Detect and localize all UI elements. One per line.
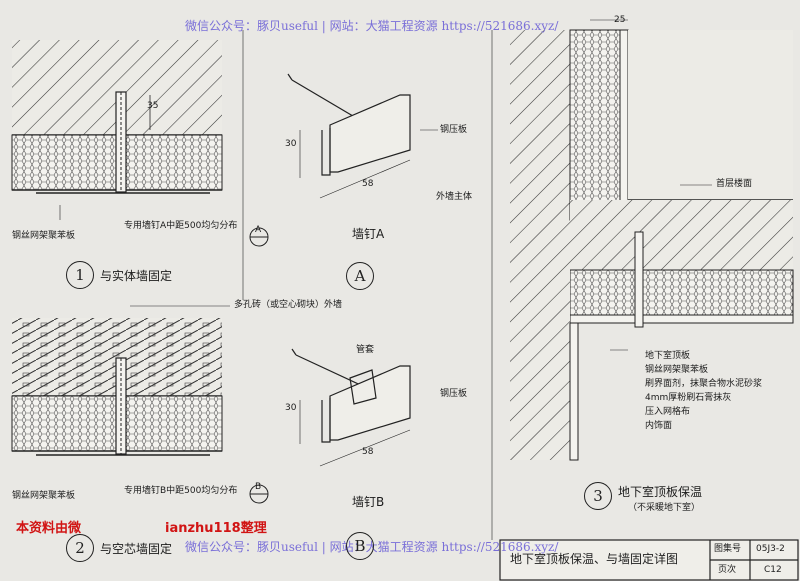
layer-item: 刷界面剂，抹聚合物水泥砂浆 — [645, 379, 763, 389]
layer-item: 钢丝网架聚苯板 — [645, 365, 709, 375]
nail-b-drawing — [291, 348, 411, 467]
detail-2-caption: 与空芯墙固定 — [100, 542, 173, 556]
nail-b-tube-label: 管套 — [356, 345, 375, 355]
detail-3-floor-label: 首层楼面 — [716, 179, 753, 189]
detail-1-section-mark: A — [255, 225, 262, 235]
nail-b-dim-h: 30 — [285, 403, 297, 413]
nail-a-plate-label: 钢压板 — [440, 125, 468, 135]
nail-a-dim-h: 30 — [285, 139, 297, 149]
detail-1-dim: 35 — [147, 101, 159, 111]
nail-b-plate-label: 钢压板 — [440, 389, 468, 399]
layer-item: 内饰面 — [645, 421, 673, 431]
detail-3-subcaption: （不采暖地下室） — [628, 503, 701, 513]
detail-1-caption: 与实体墙固定 — [100, 269, 173, 283]
layer-item: 地下室顶板 — [645, 351, 691, 361]
page-value: C12 — [764, 565, 782, 575]
detail-1-nail-label: 专用墙钉A中距500均匀分布 — [124, 221, 238, 231]
nail-a-mark: A — [346, 262, 374, 290]
red-note-right: ianzhu118整理 — [165, 521, 267, 536]
detail-3-layer-list: 地下室顶板 钢丝网架聚苯板 刷界面剂，抹聚合物水泥砂浆 4mm厚粉刷石膏抹灰 压… — [645, 352, 762, 431]
atlas-label: 图集号 — [714, 544, 742, 554]
detail-2-board-label: 钢丝网架聚苯板 — [12, 491, 76, 501]
detail-2-number: 2 — [66, 534, 94, 562]
detail-3-number: 3 — [584, 482, 612, 510]
watermark-top: 微信公众号：豚贝useful | 网站：大猫工程资源 https://52168… — [185, 19, 559, 33]
sheet-title: 地下室顶板保温、与墙固定详图 — [510, 552, 679, 566]
detail-3-wall-label: 外墙主体 — [436, 192, 473, 202]
page-label: 页次 — [718, 565, 737, 575]
atlas-value: 05J3-2 — [756, 544, 785, 554]
detail-3-caption: 地下室顶板保温 — [618, 485, 703, 499]
detail-2-section-mark: B — [255, 482, 262, 492]
nail-a-dim-w: 58 — [362, 179, 374, 189]
nail-b-dim-w: 58 — [362, 447, 374, 457]
red-note-left: 本资料由微 — [16, 521, 82, 536]
nail-b-caption: 墙钉B — [352, 495, 385, 509]
detail-1-board-label: 钢丝网架聚苯板 — [12, 231, 76, 241]
detail-1-drawing — [11, 40, 223, 220]
layer-item: 压入网格布 — [645, 407, 691, 417]
detail-1-number: 1 — [66, 261, 94, 289]
nail-a-caption: 墙钉A — [352, 227, 385, 241]
nail-a-drawing — [287, 73, 438, 199]
detail-2-nail-label: 专用墙钉B中距500均匀分布 — [124, 486, 238, 496]
detail-2-wall-label: 多孔砖（或空心砌块）外墙 — [234, 300, 343, 310]
section-marks — [249, 227, 269, 504]
detail-2-drawing — [11, 305, 230, 456]
title-block — [499, 539, 799, 581]
detail-3-drawing — [510, 19, 794, 461]
layer-item: 4mm厚粉刷石膏抹灰 — [645, 393, 732, 403]
detail-3-dim-top: 25 — [614, 15, 626, 25]
nail-b-mark: B — [346, 532, 374, 560]
